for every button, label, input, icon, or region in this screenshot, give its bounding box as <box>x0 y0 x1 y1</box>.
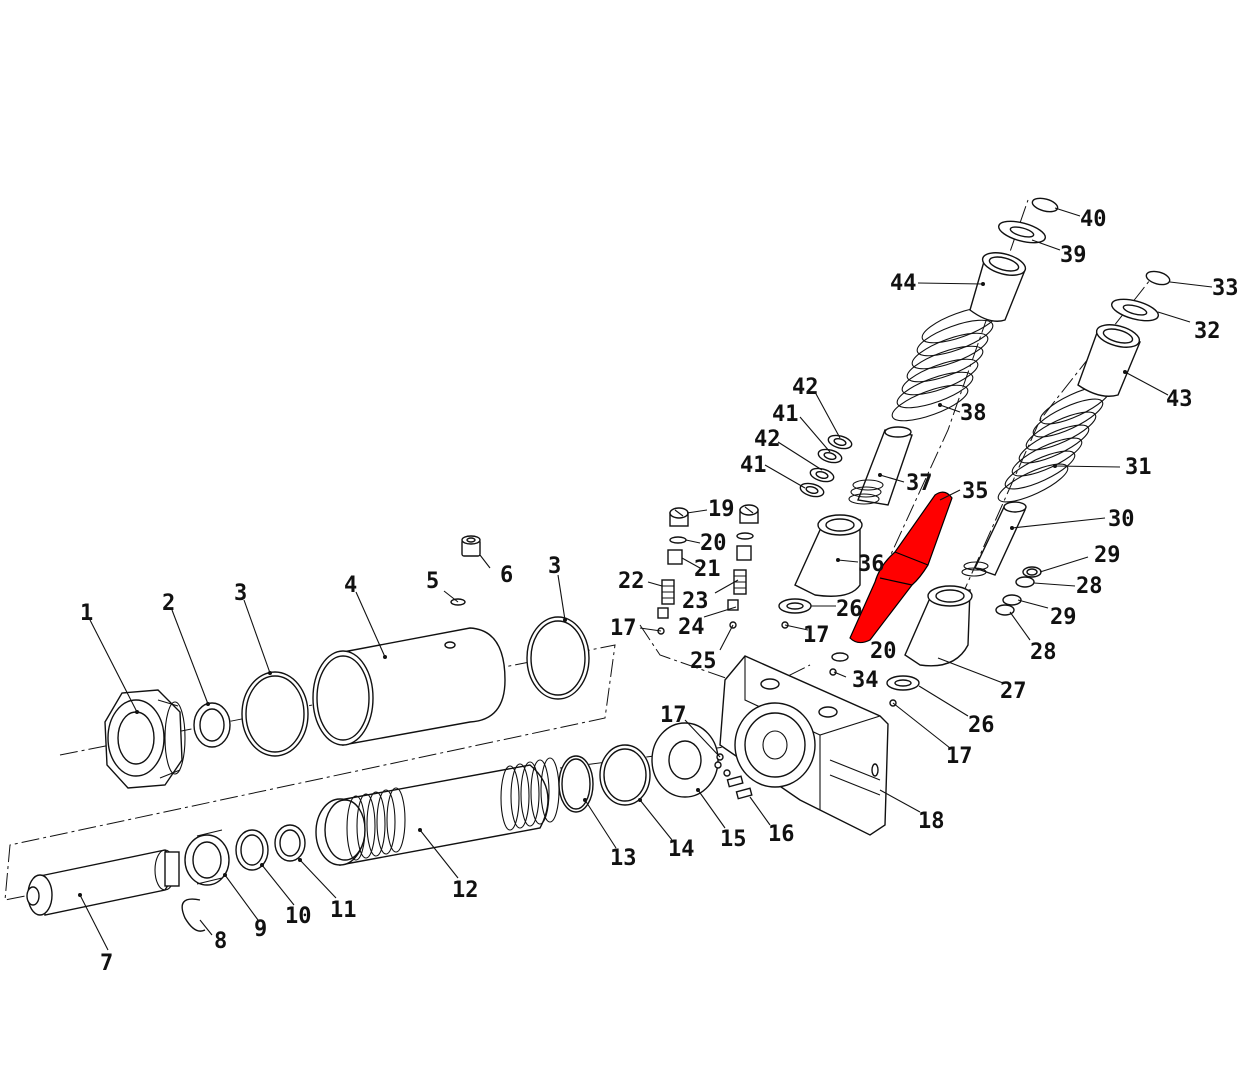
callout-27: 27 <box>1000 679 1027 704</box>
callout-26-left: 26 <box>836 597 863 622</box>
part-44-spring-cap <box>969 252 1027 322</box>
part-7-piston-rod <box>26 849 180 916</box>
part-31-spring <box>997 385 1111 503</box>
callout-31: 31 <box>1125 455 1152 480</box>
callout-32: 32 <box>1194 319 1221 344</box>
callout-42-lower: 42 <box>754 427 781 452</box>
callout-15: 15 <box>720 827 747 852</box>
callout-16: 16 <box>768 822 795 847</box>
callout-28-lower: 28 <box>1030 640 1057 665</box>
part-36-valve-sleeve <box>794 514 863 597</box>
callout-28-upper: 28 <box>1076 574 1103 599</box>
callout-36: 36 <box>858 552 885 577</box>
callout-3-right: 3 <box>548 554 561 579</box>
part-43-spring-cap <box>1077 324 1141 397</box>
callout-20-lower: 20 <box>870 639 897 664</box>
callout-17-top-left: 17 <box>610 616 637 641</box>
callout-21: 21 <box>694 557 721 582</box>
part-35-plunger-highlighted[interactable] <box>849 491 953 644</box>
part-9-bushing <box>184 829 230 886</box>
part-15-washer <box>651 722 719 798</box>
callout-30: 30 <box>1108 507 1135 532</box>
part-30-piston <box>961 501 1027 577</box>
part-11-ring <box>274 824 306 862</box>
part-3-oring-right <box>526 616 590 700</box>
part-27-valve-sleeve <box>904 585 973 667</box>
callout-40: 40 <box>1080 207 1107 232</box>
callout-26-right: 26 <box>968 713 995 738</box>
part-24-valve-pins <box>657 599 739 619</box>
part-22-spring <box>661 579 675 605</box>
callout-41-upper: 41 <box>772 402 799 427</box>
part-37-piston <box>848 426 913 506</box>
callout-18: 18 <box>918 809 945 834</box>
callout-13: 13 <box>610 846 637 871</box>
callout-39: 39 <box>1060 243 1087 268</box>
part-19-screw-right <box>739 504 759 524</box>
part-12-inner-cylinder <box>315 757 560 866</box>
callout-42-upper: 42 <box>792 375 819 400</box>
part-4-outer-cylinder <box>312 627 506 746</box>
callout-11: 11 <box>330 898 357 923</box>
callout-24: 24 <box>678 615 705 640</box>
callout-38: 38 <box>960 401 987 426</box>
part-1-hex-nut <box>104 689 186 789</box>
callout-10: 10 <box>285 904 312 929</box>
callout-20-upper: 20 <box>700 531 727 556</box>
part-10-ring <box>235 829 269 871</box>
callout-44: 44 <box>890 271 917 296</box>
callout-9: 9 <box>254 917 267 942</box>
callout-25: 25 <box>690 649 717 674</box>
callout-35: 35 <box>962 479 989 504</box>
callout-29-lower: 29 <box>1050 605 1077 630</box>
callout-3-left: 3 <box>234 581 247 606</box>
part-18-valve-body <box>719 655 889 836</box>
part-34-ball <box>829 668 837 676</box>
callout-41-lower: 41 <box>740 453 767 478</box>
part-13-ring <box>558 755 594 813</box>
part-20-ring-lower <box>831 652 849 662</box>
part-21-springs-small <box>667 545 752 565</box>
part-33-clip <box>1145 270 1171 286</box>
callout-34: 34 <box>852 668 879 693</box>
part-2-ring <box>193 702 231 748</box>
part-3-oring-left <box>241 671 309 757</box>
callout-23: 23 <box>682 589 709 614</box>
part-32-washer <box>1111 298 1159 322</box>
callout-17-right: 17 <box>946 744 973 769</box>
callout-19: 19 <box>708 497 735 522</box>
part-8-snap-ring <box>181 898 206 932</box>
part-39-washer <box>998 220 1046 244</box>
callout-33: 33 <box>1212 276 1239 301</box>
part-40-clip <box>1031 197 1059 213</box>
callout-43: 43 <box>1166 387 1193 412</box>
callout-17-mid: 17 <box>803 623 830 648</box>
callout-14: 14 <box>668 837 695 862</box>
callout-7: 7 <box>100 951 113 976</box>
callout-8: 8 <box>214 929 227 954</box>
part-6-plug-screw <box>461 535 481 557</box>
callout-12: 12 <box>452 878 479 903</box>
callout-1: 1 <box>80 601 93 626</box>
callout-4: 4 <box>344 573 357 598</box>
callout-2: 2 <box>162 591 175 616</box>
callout-6: 6 <box>500 563 513 588</box>
part-14-ring <box>599 744 651 806</box>
part-41-42-washers <box>799 434 853 498</box>
callout-5: 5 <box>426 569 439 594</box>
part-28-29-rings <box>995 566 1042 616</box>
callout-labels: 1 2 3 4 5 6 3 7 8 9 10 11 12 13 14 15 16… <box>80 207 1239 976</box>
callout-29-upper: 29 <box>1094 543 1121 568</box>
part-23-spring <box>733 569 747 595</box>
part-19-screw-left <box>669 507 689 527</box>
part-16-set-screws <box>714 761 753 800</box>
callout-22: 22 <box>618 569 645 594</box>
leader-lines <box>78 207 1213 951</box>
callout-17-lower: 17 <box>660 703 687 728</box>
callout-37: 37 <box>906 471 933 496</box>
